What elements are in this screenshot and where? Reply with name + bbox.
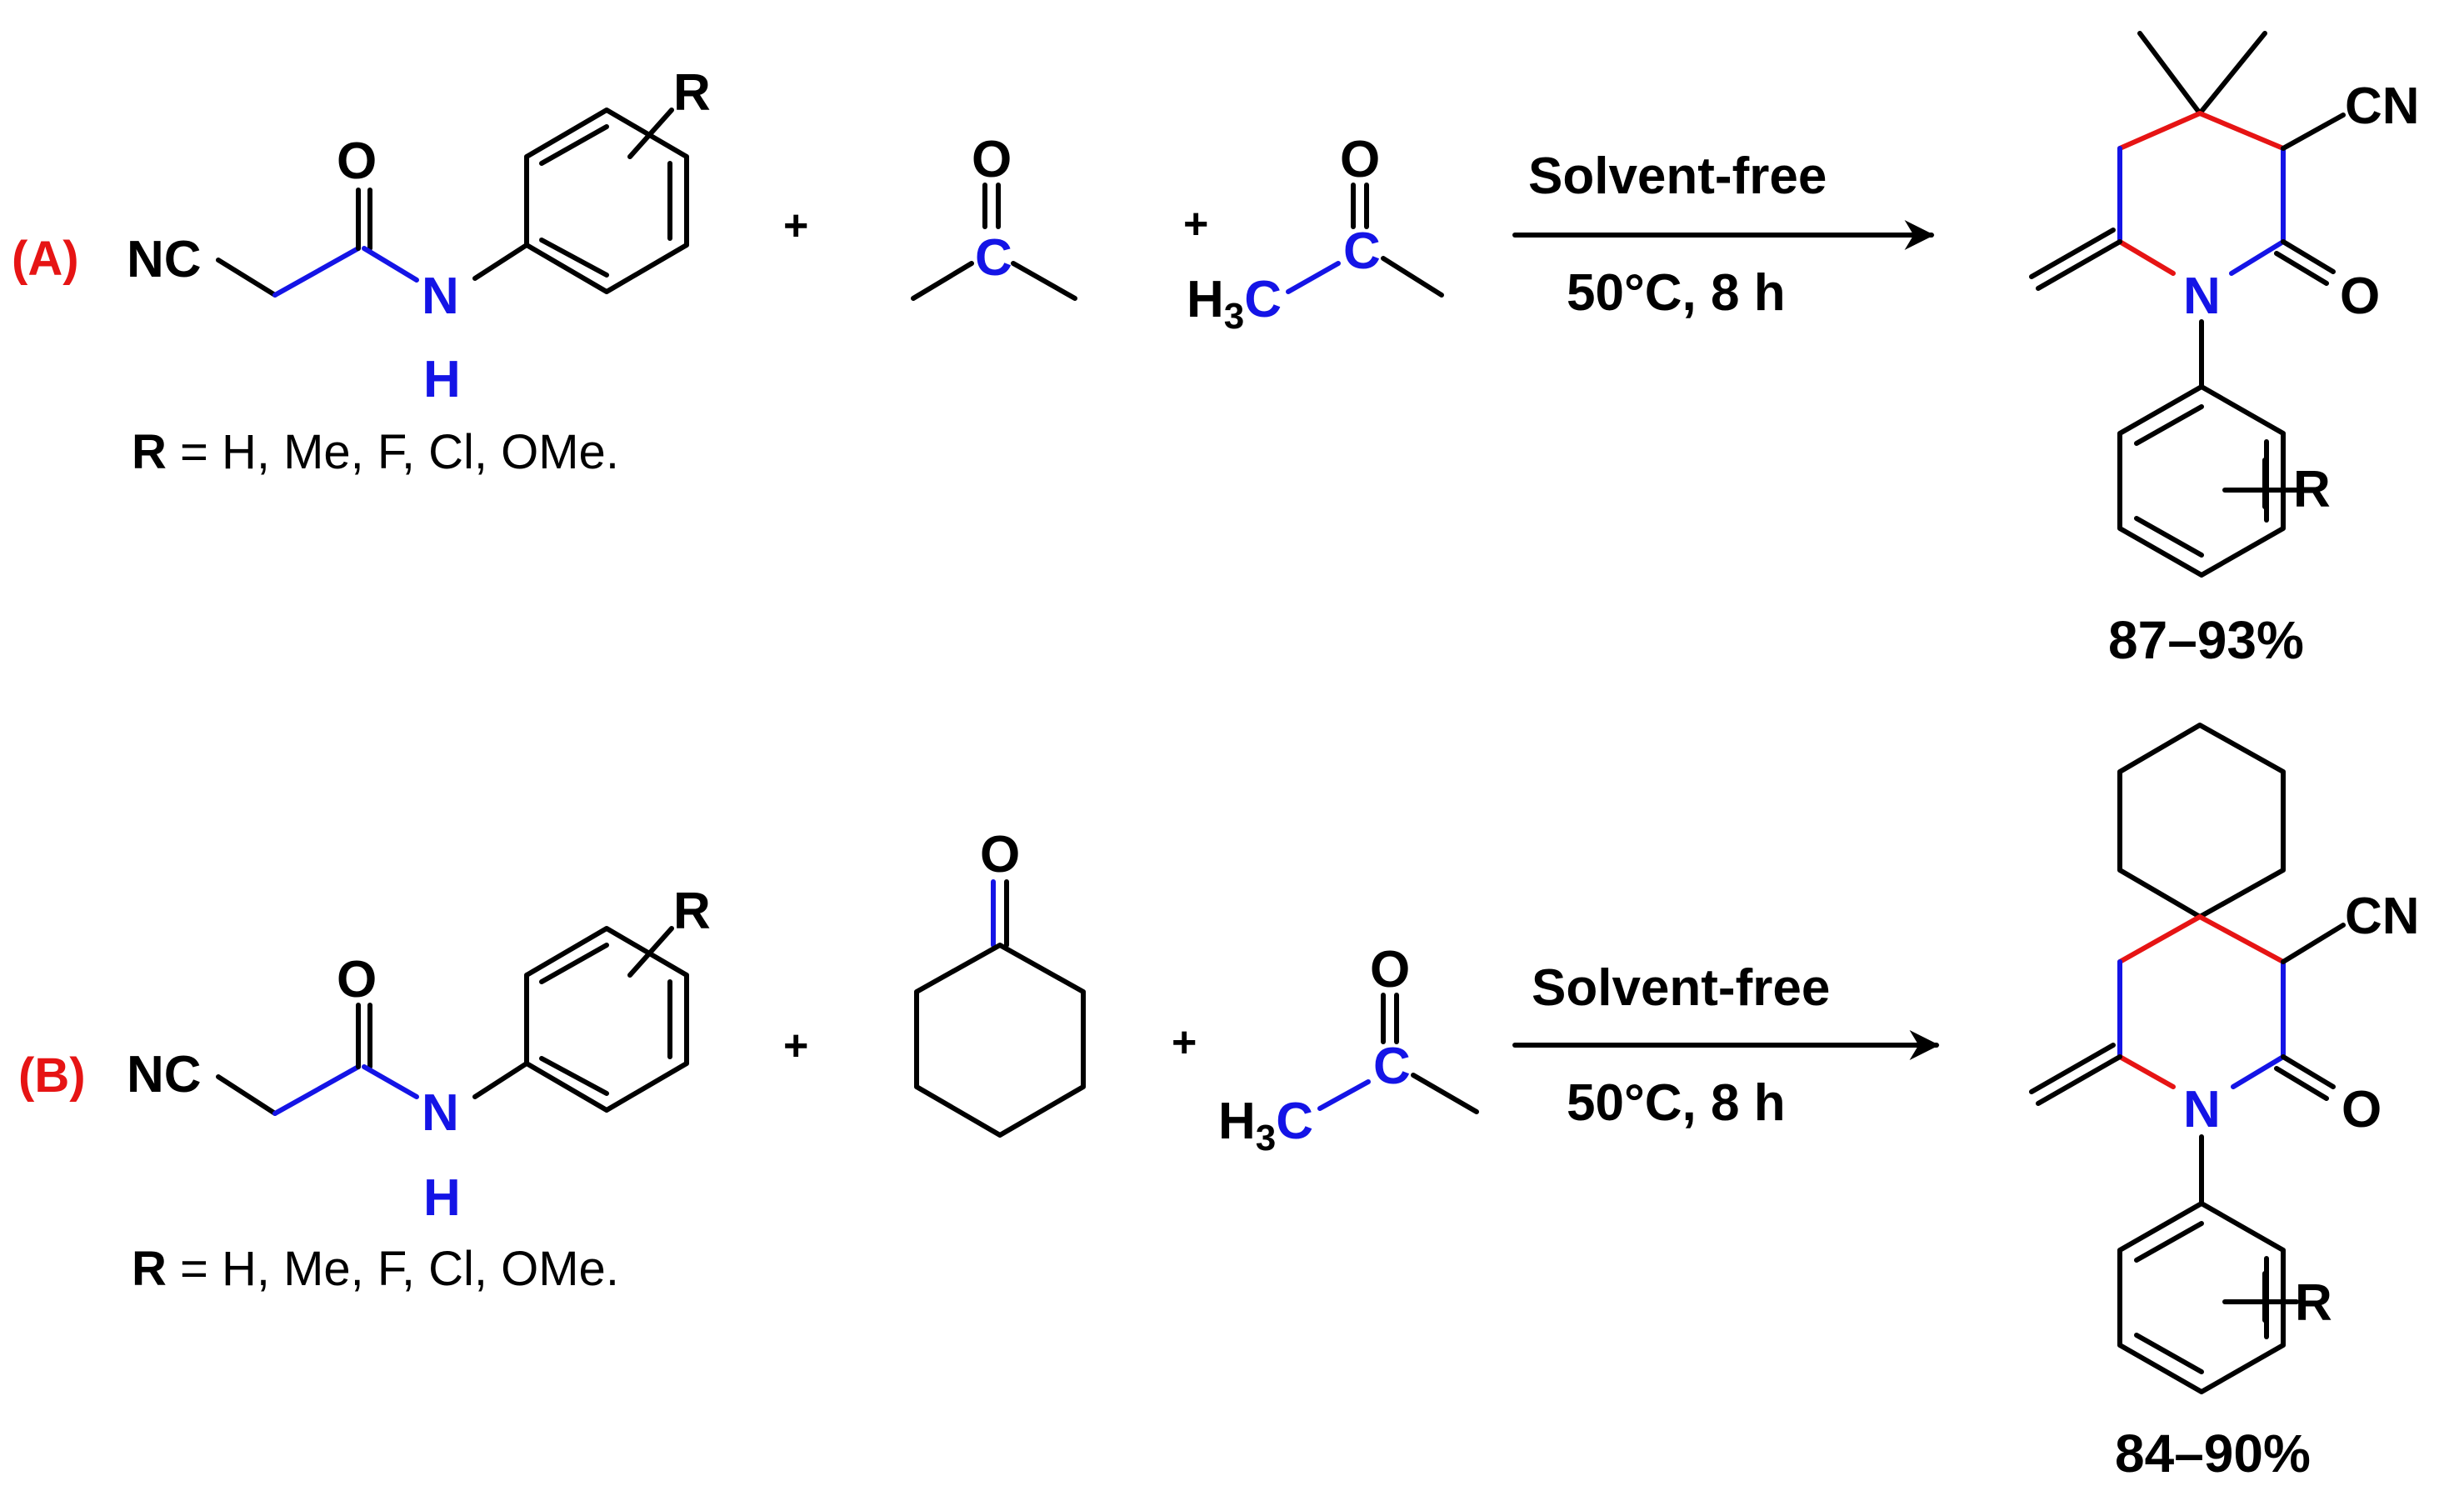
amide-hydrogen: H	[423, 1169, 461, 1227]
nitrile-label: NC	[127, 1046, 202, 1103]
reaction-label-a: (A)	[12, 232, 79, 286]
yield-b: 84–90%	[2115, 1423, 2311, 1483]
product-oxygen: O	[2340, 268, 2380, 325]
methyl-group: H3C	[1187, 271, 1282, 337]
plus-sign: +	[783, 1022, 808, 1070]
amide-hydrogen: H	[423, 351, 461, 408]
reactant-acetone-a: O C	[911, 131, 1077, 301]
reactant-methyl-ketone-b: O C H3C	[1218, 941, 1479, 1158]
yield-a: 87–93%	[2108, 610, 2304, 670]
ketone-carbon: C	[1343, 223, 1381, 280]
plus-sign: +	[783, 202, 808, 250]
acetone-carbon: C	[975, 229, 1012, 287]
reactant-cyanoacetanilide-b: NC O N H R	[127, 883, 711, 1227]
product-ring-substituent: R	[2293, 461, 2331, 518]
product-ring-substituent: R	[2295, 1274, 2332, 1332]
product-oxygen: O	[2342, 1081, 2382, 1138]
r-definition-b: R = H, Me, F, Cl, OMe.	[132, 1242, 619, 1296]
reactant-cyanoacetanilide-a: NC O N H R	[127, 64, 711, 408]
product-nitrile: CN	[2345, 888, 2420, 945]
reactant-methyl-ketone-a: O C H3C	[1187, 131, 1444, 337]
carbonyl-oxygen: O	[337, 133, 377, 190]
product-nitrogen: N	[2183, 1081, 2221, 1138]
amide-nitrogen: N	[422, 268, 459, 325]
plus-sign: +	[1183, 200, 1208, 248]
product-b: N O CN R	[2029, 723, 2420, 1394]
product-nitrile: CN	[2345, 78, 2420, 135]
acetone-oxygen: O	[972, 131, 1012, 188]
reaction-b: (B) NC O N H R R = H, Me, F, Cl, OMe. +	[18, 723, 2420, 1483]
reaction-a: (A) NC O N H R R = H, Me, F, Cl, OMe. +	[12, 31, 2420, 670]
methyl-group: H3C	[1218, 1093, 1313, 1158]
reaction-label-b: (B)	[18, 1048, 86, 1103]
ring-substituent-r: R	[673, 64, 711, 122]
ring-substituent-r: R	[673, 883, 711, 940]
product-a: N O CN R	[2029, 31, 2420, 578]
conditions-solvent: Solvent-free	[1532, 959, 1830, 1017]
reactant-cyclohexanone: O	[914, 826, 1086, 1138]
plus-sign: +	[1172, 1018, 1197, 1067]
ketone-oxygen: O	[1370, 941, 1410, 998]
conditions-temp-time: 50°C, 8 h	[1567, 1074, 1786, 1132]
carbonyl-oxygen: O	[337, 951, 377, 1008]
r-definition-a: R = H, Me, F, Cl, OMe.	[132, 425, 619, 479]
ketone-oxygen: O	[1340, 131, 1380, 188]
nitrile-label: NC	[127, 231, 202, 288]
conditions-temp-time: 50°C, 8 h	[1567, 264, 1786, 322]
ketone-carbon: C	[1373, 1038, 1411, 1095]
product-nitrogen: N	[2183, 268, 2221, 325]
cyclohexanone-oxygen: O	[980, 826, 1020, 883]
conditions-solvent: Solvent-free	[1528, 148, 1827, 205]
amide-nitrogen: N	[422, 1084, 459, 1142]
